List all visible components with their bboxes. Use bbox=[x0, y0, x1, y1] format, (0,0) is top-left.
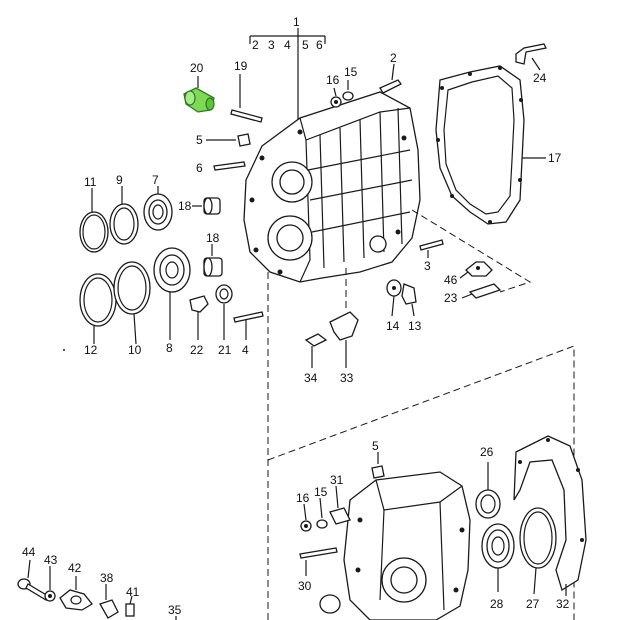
washer-15[interactable] bbox=[342, 91, 354, 101]
seal-13[interactable] bbox=[401, 283, 417, 305]
callout-10[interactable]: 10 bbox=[128, 343, 142, 357]
plug-22[interactable] bbox=[189, 295, 209, 313]
bracket-label-4: 4 bbox=[284, 38, 291, 52]
callout-18b[interactable]: 18 bbox=[206, 231, 220, 245]
callout-24[interactable]: 24 bbox=[533, 71, 547, 85]
callout-16b[interactable]: 16 bbox=[296, 491, 310, 505]
stud-4[interactable] bbox=[233, 311, 264, 323]
bushing-18-upper[interactable] bbox=[203, 197, 221, 215]
callout-21[interactable]: 21 bbox=[218, 343, 232, 357]
washer-15-lower[interactable] bbox=[316, 519, 328, 529]
callout-15[interactable]: 15 bbox=[344, 65, 358, 79]
bushing-lower[interactable] bbox=[319, 594, 341, 614]
ring-27[interactable] bbox=[519, 507, 557, 569]
ring-9[interactable] bbox=[109, 203, 139, 245]
callout-13[interactable]: 13 bbox=[408, 319, 422, 333]
callout-31[interactable]: 31 bbox=[330, 473, 344, 487]
nut-16-lower[interactable] bbox=[300, 520, 312, 532]
bearing-26[interactable] bbox=[475, 489, 501, 519]
gasket-32[interactable] bbox=[513, 435, 587, 592]
ring-10[interactable] bbox=[113, 261, 151, 315]
callout-41[interactable]: 41 bbox=[126, 585, 140, 599]
transmission-housing-upper[interactable] bbox=[243, 91, 421, 283]
callout-1[interactable]: 1 bbox=[293, 15, 300, 29]
callout-9[interactable]: 9 bbox=[116, 173, 123, 187]
bracket-24[interactable] bbox=[515, 43, 547, 65]
callout-17[interactable]: 17 bbox=[548, 151, 562, 165]
clip-46[interactable] bbox=[465, 261, 493, 277]
callout-44[interactable]: 44 bbox=[22, 545, 36, 559]
callout-5[interactable]: 5 bbox=[196, 133, 203, 147]
bearing-7[interactable] bbox=[143, 193, 173, 231]
bracket-31[interactable] bbox=[329, 507, 351, 525]
callout-46[interactable]: 46 bbox=[444, 273, 458, 287]
transmission-housing-lower[interactable] bbox=[343, 471, 471, 620]
plug-5-lower[interactable] bbox=[371, 465, 385, 479]
callout-26[interactable]: 26 bbox=[480, 445, 494, 459]
callout-23[interactable]: 23 bbox=[444, 291, 458, 305]
plug-14[interactable] bbox=[386, 279, 402, 297]
circlip-12[interactable] bbox=[79, 273, 117, 327]
callout-16[interactable]: 16 bbox=[326, 73, 340, 87]
bracket-33[interactable] bbox=[329, 311, 359, 341]
stud-30[interactable] bbox=[299, 547, 338, 559]
callout-30[interactable]: 30 bbox=[298, 579, 312, 593]
callout-20[interactable]: 20 bbox=[190, 61, 204, 75]
callout-19[interactable]: 19 bbox=[234, 59, 248, 73]
callout-42[interactable]: 42 bbox=[68, 561, 82, 575]
plate-34[interactable] bbox=[304, 333, 328, 347]
bolt-44[interactable] bbox=[17, 578, 49, 601]
bracket-label-2: 2 bbox=[252, 38, 259, 52]
bracket-23[interactable] bbox=[468, 283, 502, 299]
bearing-28[interactable] bbox=[481, 523, 515, 569]
callout-18[interactable]: 18 bbox=[178, 199, 192, 213]
callout-35[interactable]: 35 bbox=[168, 603, 182, 617]
pin-19[interactable] bbox=[230, 109, 263, 123]
stud-3[interactable] bbox=[419, 239, 444, 251]
callout-6[interactable]: 6 bbox=[196, 161, 203, 175]
callout-8[interactable]: 8 bbox=[166, 341, 173, 355]
callout-11[interactable]: 11 bbox=[84, 175, 97, 189]
callout-4[interactable]: 4 bbox=[242, 343, 249, 357]
flange-42[interactable] bbox=[59, 589, 93, 611]
callout-22[interactable]: 22 bbox=[190, 343, 204, 357]
callout-14[interactable]: 14 bbox=[386, 319, 400, 333]
callout-27[interactable]: 27 bbox=[526, 597, 540, 611]
bracket-label-6: 6 bbox=[316, 38, 323, 52]
bearing-8[interactable] bbox=[153, 247, 191, 293]
callout-5b[interactable]: 5 bbox=[372, 439, 379, 453]
part-41[interactable] bbox=[125, 603, 135, 617]
sensor-38[interactable] bbox=[99, 599, 119, 619]
stud-6[interactable] bbox=[213, 161, 246, 171]
plug-5[interactable] bbox=[237, 133, 251, 147]
gasket-17[interactable] bbox=[435, 65, 525, 225]
callout-12[interactable]: 12 bbox=[84, 343, 98, 357]
callout-7[interactable]: 7 bbox=[152, 173, 159, 187]
seal-21[interactable] bbox=[215, 284, 233, 304]
callout-43[interactable]: 43 bbox=[44, 553, 58, 567]
bracket-label-5: 5 bbox=[302, 38, 309, 52]
circlip-11[interactable] bbox=[79, 211, 109, 253]
callout-34[interactable]: 34 bbox=[304, 371, 318, 385]
callout-28[interactable]: 28 bbox=[490, 597, 504, 611]
bushing-18-lower[interactable] bbox=[203, 257, 223, 277]
washer-43[interactable] bbox=[44, 590, 56, 602]
callout-33[interactable]: 33 bbox=[340, 371, 354, 385]
callout-2[interactable]: 2 bbox=[390, 51, 397, 65]
callout-38[interactable]: 38 bbox=[100, 571, 114, 585]
highlighted-part-20[interactable] bbox=[183, 87, 215, 113]
stud-2[interactable] bbox=[379, 79, 402, 94]
callout-32[interactable]: 32 bbox=[556, 597, 570, 611]
callout-3[interactable]: 3 bbox=[424, 259, 431, 273]
bracket-label-3: 3 bbox=[268, 38, 275, 52]
nut-16[interactable] bbox=[330, 96, 342, 108]
callout-15b[interactable]: 15 bbox=[314, 485, 328, 499]
